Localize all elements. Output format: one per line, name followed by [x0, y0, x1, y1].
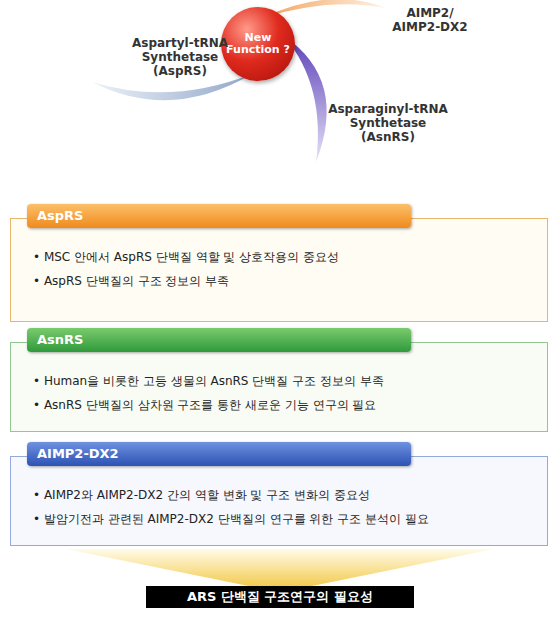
node-text: • Human을 비롯한 고등 생물의 AsnRS 단백질 구조 정보의 부족 — [33, 373, 527, 390]
panel-header: AsnRS — [27, 328, 411, 352]
node-text: • AspRS 단백질의 구조 정보의 부족 — [33, 273, 527, 290]
swoosh-label: AIMP2/ AIMP2-DX2 — [388, 6, 472, 34]
node-text: • AIMP2와 AIMP2-DX2 간의 역할 변화 및 구조 변화의 중요성 — [33, 487, 527, 504]
funnel-arrow — [66, 549, 494, 588]
swoosh-label: Aspartyl-tRNA Synthetase (AspRS) — [128, 36, 232, 78]
info-panel: • MSC 안에서 AspRS 단백질 역할 및 상호작용의 중요성 • AspR… — [10, 218, 548, 322]
node-text: ARS 단백질 구조연구의 필요성 — [187, 588, 373, 606]
node-text: AspRS — [37, 204, 401, 228]
panel-header: AspRS — [27, 204, 411, 228]
conclusion-bar: ARS 단백질 구조연구의 필요성 — [146, 586, 414, 608]
node-text: AIMP2-DX2 — [37, 442, 401, 466]
concept-circle: New Function ? — [221, 7, 295, 81]
node-text: • MSC 안에서 AspRS 단백질 역할 및 상호작용의 중요성 — [33, 249, 527, 266]
node-text: New Function ? — [221, 32, 295, 56]
node-text: AsnRS — [37, 328, 401, 352]
panel-header: AIMP2-DX2 — [27, 442, 411, 466]
node-text: • 발암기전과 관련된 AIMP2-DX2 단백질의 연구를 위한 구조 분석이… — [33, 511, 527, 528]
swoosh-label: Asparaginyl-tRNA Synthetase (AsnRS) — [326, 102, 450, 144]
info-panel: • AIMP2와 AIMP2-DX2 간의 역할 변화 및 구조 변화의 중요성… — [10, 456, 548, 546]
info-panel: • Human을 비롯한 고등 생물의 AsnRS 단백질 구조 정보의 부족 •… — [10, 342, 548, 432]
node-text: • AsnRS 단백질의 삼차원 구조를 통한 새로운 기능 연구의 필요 — [33, 397, 527, 414]
